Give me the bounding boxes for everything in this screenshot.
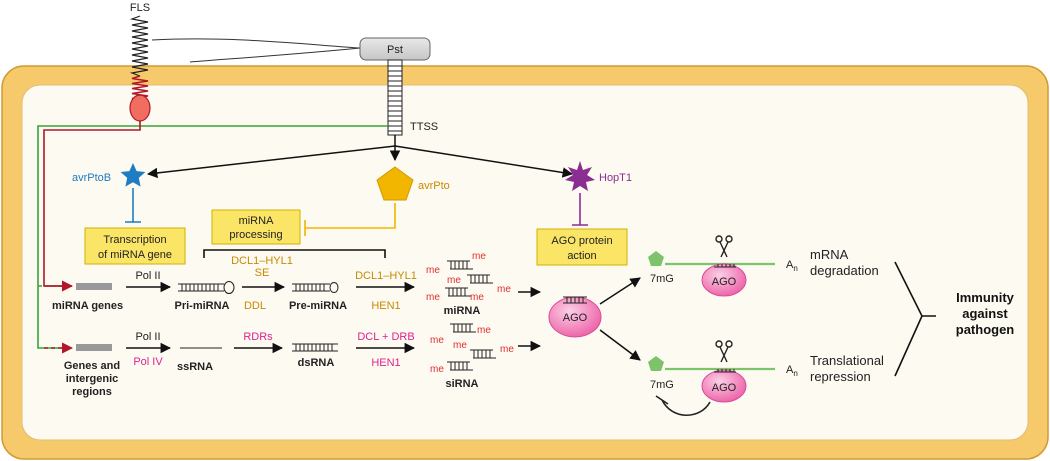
me-label-7: me <box>477 325 491 336</box>
translational-line2: repression <box>810 369 871 384</box>
polya-top-label: An <box>786 259 798 273</box>
scissors-icon-top <box>715 235 733 258</box>
sirna-duplex-3 <box>447 361 473 371</box>
genes-line3: regions <box>72 386 112 398</box>
pri-mirna-hairpin <box>178 281 235 294</box>
ttss-arrow-avrptob <box>146 145 396 179</box>
dsrna-label: dsRNA <box>298 357 335 369</box>
ago-top-label: AGO <box>712 276 737 288</box>
repression-loop <box>655 395 711 416</box>
ago-bottom-duplex <box>714 369 736 373</box>
avrpto-inhibition <box>304 203 396 236</box>
me-label-2: me <box>472 251 486 262</box>
avrptob-label: avrPtoB <box>72 172 111 184</box>
pol4-label: Pol IV <box>133 356 163 368</box>
me-label-10: me <box>500 344 514 355</box>
ago-top <box>701 263 747 297</box>
me-label-9: me <box>453 340 467 351</box>
genes-line1: Genes and <box>64 360 120 372</box>
transcription-line2: of miRNA gene <box>98 249 172 261</box>
ago-bottom-label: AGO <box>712 382 737 394</box>
me-label-5: me <box>426 292 440 303</box>
mirna-duplex-1 <box>447 260 473 270</box>
hopt1-inhibition <box>572 193 588 226</box>
scissors-icon-bottom <box>715 340 733 363</box>
pst-label: Pst <box>387 44 403 56</box>
me-label-6: me <box>470 292 484 303</box>
avrpto-pentagon <box>376 166 414 201</box>
ago-bottom <box>701 369 747 403</box>
mirna-processing-line2: processing <box>229 229 282 241</box>
hopt1-label: HopT1 <box>599 172 632 184</box>
immunity-line2: against <box>962 306 1008 321</box>
me-label-4: me <box>497 284 511 295</box>
dcl1-hyl1-se-line2: SE <box>255 267 270 279</box>
mirna-label: miRNA <box>444 305 481 317</box>
rdrs-label: RDRs <box>243 331 273 343</box>
me-label-1: me <box>426 265 440 276</box>
me-label-11: me <box>430 364 444 375</box>
sirna-duplex-1 <box>450 323 476 333</box>
hen1-top-label: HEN1 <box>371 300 400 312</box>
genes-line2: intergenic <box>66 373 119 385</box>
processing-bracket <box>203 249 386 258</box>
ago-action-box <box>536 228 628 266</box>
mrna-degradation-line2: degradation <box>810 263 879 278</box>
cap-top-label: 7mG <box>650 273 674 285</box>
cap-pentagon-top <box>648 251 664 266</box>
mrna-degradation-line1: mRNA <box>810 247 849 262</box>
immunity-line1: Immunity <box>956 290 1015 305</box>
ago-central-duplex <box>563 296 587 304</box>
translational-line1: Translational <box>810 353 884 368</box>
mirna-processing-line1: miRNA <box>239 215 274 227</box>
transcription-box <box>84 227 186 265</box>
mirna-duplex-3 <box>445 287 471 297</box>
avrpto-label: avrPto <box>418 180 450 192</box>
pre-mirna-label: Pre-miRNA <box>289 300 347 312</box>
hen1-bottom-label: HEN1 <box>371 357 400 369</box>
ssrna-label: ssRNA <box>177 361 213 373</box>
dcl1-hyl1-label: DCL1–HYL1 <box>355 270 417 282</box>
flagellum <box>151 38 361 63</box>
ttss-label: TTSS <box>410 121 438 133</box>
convergence-bracket <box>894 261 936 377</box>
dcl-drb-label: DCL + DRB <box>357 331 414 343</box>
ago-action-line2: action <box>567 250 596 262</box>
ago-action-line1: AGO protein <box>551 235 612 247</box>
dsrna-duplex <box>292 343 338 352</box>
ago-top-duplex <box>714 264 736 268</box>
pol2-top-label: Pol II <box>135 270 160 282</box>
arrow-ago-repression <box>599 329 641 361</box>
mirna-duplex-2 <box>467 274 493 284</box>
transcription-line1: Transcription <box>103 234 166 246</box>
pre-mirna-hairpin <box>292 282 339 293</box>
mirna-processing-box <box>211 209 301 245</box>
ago-central-label: AGO <box>563 312 588 324</box>
pol2-bottom-label: Pol II <box>135 331 160 343</box>
mirna-genes-label: miRNA genes <box>52 300 123 312</box>
hopt1-star <box>565 161 595 191</box>
dcl1-hyl1-se-line1: DCL1–HYL1 <box>231 255 293 267</box>
mirna-gene-bar <box>76 283 112 290</box>
ttss-needle <box>387 59 403 136</box>
sirna-label: siRNA <box>445 378 478 390</box>
me-label-8: me <box>430 335 444 346</box>
avrptob-star <box>120 163 146 187</box>
cap-pentagon-bottom <box>648 356 664 371</box>
pri-mirna-label: Pri-miRNA <box>174 300 229 312</box>
sirna-duplex-2 <box>470 349 496 359</box>
fls-label: FLS <box>130 2 150 14</box>
me-label-3: me <box>447 275 461 286</box>
ddl-label: DDL <box>244 300 266 312</box>
cap-bottom-label: 7mG <box>650 379 674 391</box>
avrptob-inhibition <box>125 188 141 223</box>
genes-bar <box>76 344 112 351</box>
arrow-ago-degradation <box>599 277 641 305</box>
polya-bottom-label: An <box>786 364 798 378</box>
ttss-arrow-hopt1 <box>394 145 574 178</box>
immunity-line3: pathogen <box>956 322 1015 337</box>
fls-receptor: FLS <box>129 2 151 122</box>
